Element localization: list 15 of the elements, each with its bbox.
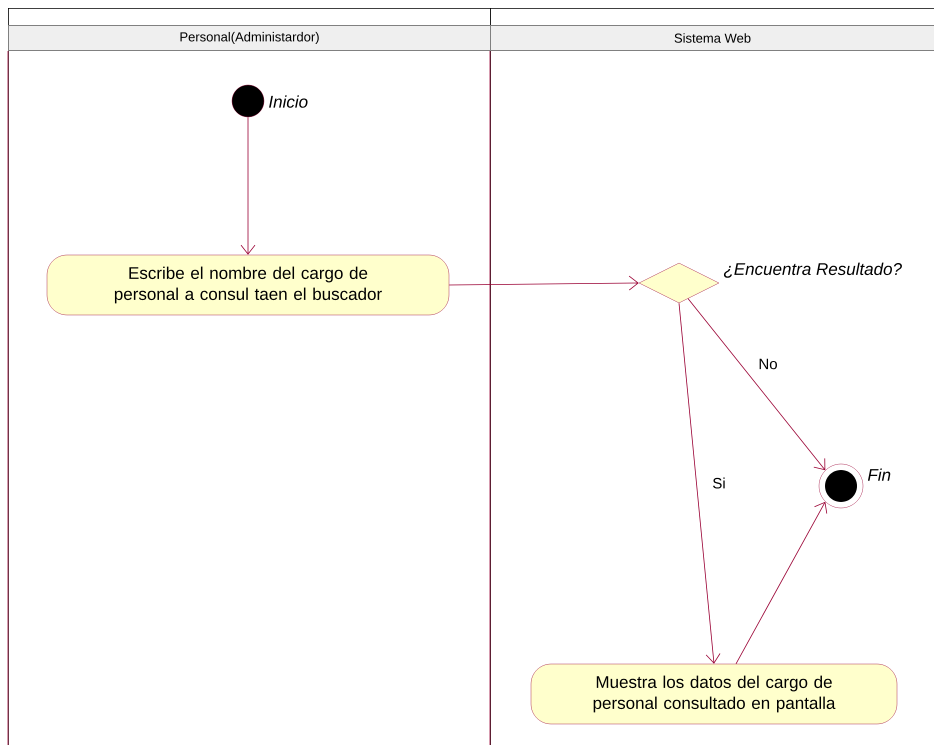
decision-diamond	[638, 262, 720, 304]
arrow	[240, 116, 256, 255]
end-node	[818, 464, 864, 508]
activity-box: Escribe el nombre del cargo de personal a consul taen el buscador	[46, 254, 450, 316]
arrow	[448, 276, 639, 290]
node-caption: ¿Encuentra Resultado?	[724, 262, 902, 278]
activity-box: Muestra los datos del cargo de personal consultado en pantalla	[530, 664, 898, 724]
edge-label: Si	[711, 476, 727, 490]
node-caption: Inicio	[269, 95, 308, 108]
node-caption: Fin	[868, 468, 890, 481]
edge-label: No	[757, 358, 779, 370]
arrow	[688, 298, 826, 470]
arrow	[678, 302, 720, 664]
arrow	[736, 502, 828, 664]
start-node	[232, 84, 264, 118]
